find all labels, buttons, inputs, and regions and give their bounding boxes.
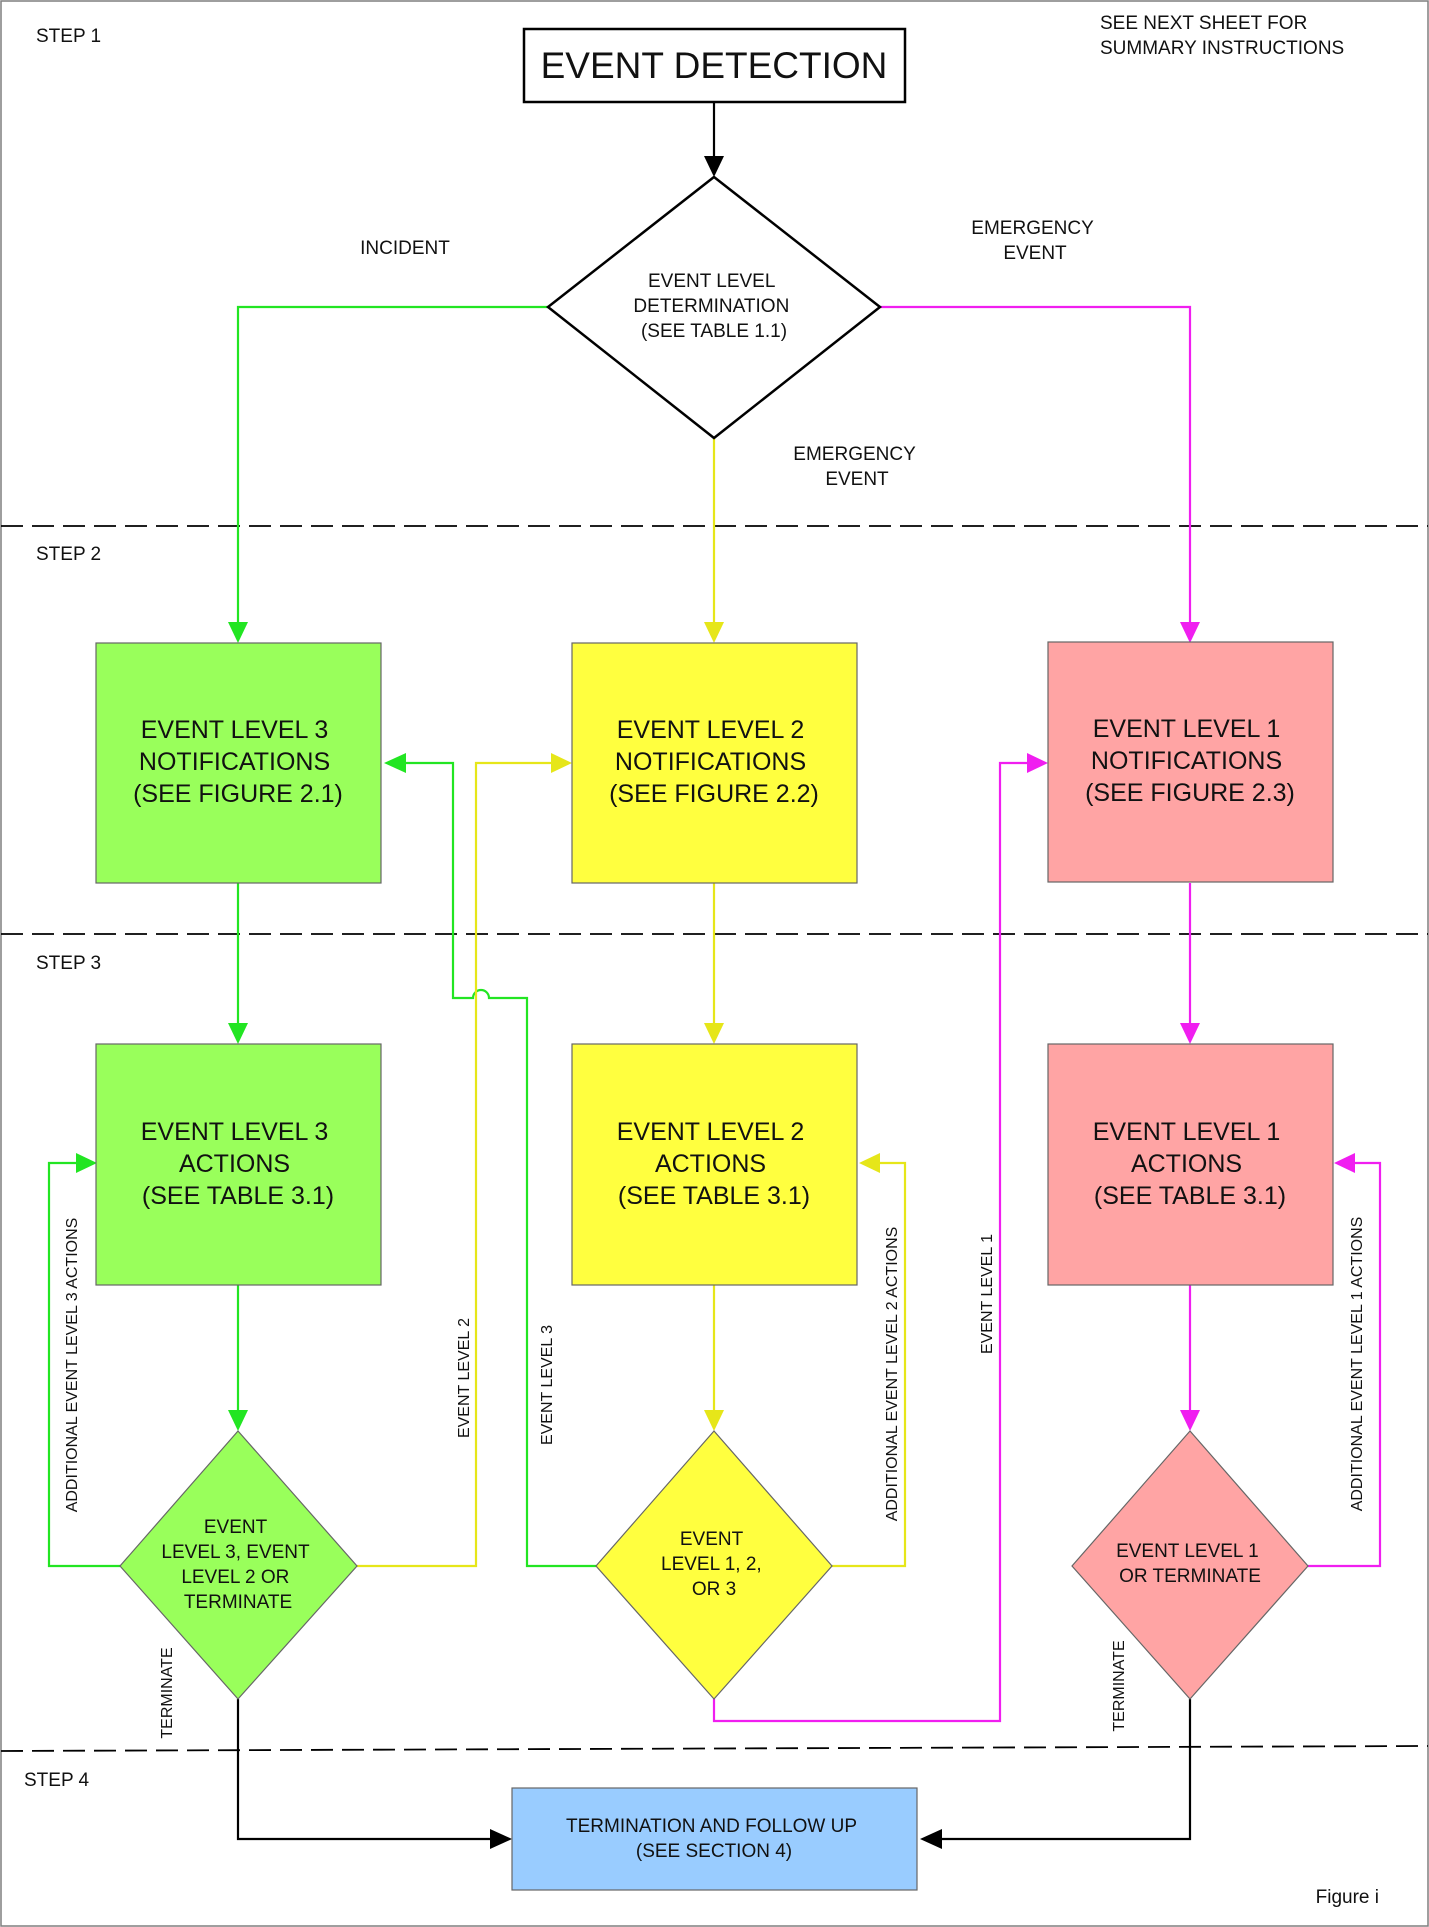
node-l2-notifications[interactable]: EVENT LEVEL 2 NOTIFICATIONS (SEE FIGURE … (571, 642, 858, 884)
node-l3-notifications-label: EVENT LEVEL 3 NOTIFICATIONS (SEE FIGURE … (133, 716, 343, 808)
label-incident: INCIDENT (360, 238, 450, 259)
node-event-level-determination[interactable]: EVENT LEVEL DETERMINATION (SEE TABLE 1.1… (545, 175, 883, 440)
label-additional-l3-actions: ADDITIONAL EVENT LEVEL 3 ACTIONS (64, 1218, 81, 1513)
edge-terminate-left (236, 1699, 492, 1841)
edge-additional-l2 (832, 1161, 907, 1568)
step-1-label: STEP 1 (36, 26, 101, 47)
edge-incident (236, 305, 548, 622)
arrowhead (490, 1829, 512, 1849)
arrowhead (1334, 1153, 1355, 1173)
edge-additional-l1 (1308, 1161, 1382, 1568)
node-termination[interactable]: TERMINATION AND FOLLOW UP (SEE SECTION 4… (511, 1787, 918, 1891)
node-l3-actions[interactable]: EVENT LEVEL 3 ACTIONS (SEE TABLE 3.1) (95, 1043, 382, 1286)
node-l1-actions[interactable]: EVENT LEVEL 1 ACTIONS (SEE TABLE 3.1) (1047, 1043, 1334, 1286)
connectors (47, 103, 1382, 1841)
node-l2-notifications-label: EVENT LEVEL 2 NOTIFICATIONS (SEE FIGURE … (609, 716, 819, 808)
label-additional-l2-actions: ADDITIONAL EVENT LEVEL 2 ACTIONS (884, 1227, 901, 1522)
node-l1-notifications[interactable]: EVENT LEVEL 1 NOTIFICATIONS (SEE FIGURE … (1047, 641, 1334, 883)
edge-event-level-1-up (712, 761, 1029, 1723)
label-event-level-3: EVENT LEVEL 3 (539, 1325, 556, 1445)
arrowhead (228, 1410, 248, 1431)
arrowhead (551, 753, 572, 773)
arrowhead (384, 753, 406, 773)
arrowhead (228, 1023, 248, 1044)
step-2-label: STEP 2 (36, 544, 101, 565)
arrowhead (1180, 1410, 1200, 1431)
label-event-level-1: EVENT LEVEL 1 (979, 1234, 996, 1354)
step-3-label: STEP 3 (36, 953, 101, 974)
label-terminate-right: TERMINATE (1111, 1640, 1128, 1731)
label-event-level-2: EVENT LEVEL 2 (456, 1318, 473, 1438)
node-event-detection[interactable]: EVENT DETECTION (522, 27, 907, 104)
node-l3-actions-label: EVENT LEVEL 3 ACTIONS (SEE TABLE 3.1) (141, 1118, 336, 1210)
summary-note: SEE NEXT SHEET FOR SUMMARY INSTRUCTIONS (1100, 13, 1344, 59)
label-terminate-left: TERMINATE (159, 1647, 176, 1738)
node-l2-actions-label: EVENT LEVEL 2 ACTIONS (SEE TABLE 3.1) (617, 1118, 812, 1210)
edge-additional-l3 (47, 1161, 120, 1568)
figure-label: Figure i (1316, 1887, 1379, 1908)
arrowhead (704, 1410, 724, 1431)
node-l3-decision-label: EVENT LEVEL 3, EVENT LEVEL 2 OR TERMINAT… (161, 1517, 314, 1613)
arrowhead (704, 1023, 724, 1044)
node-l3-notifications[interactable]: EVENT LEVEL 3 NOTIFICATIONS (SEE FIGURE … (95, 642, 382, 884)
arrowhead (1180, 622, 1200, 643)
arrowhead (704, 156, 724, 177)
edge-event-level-3-return (404, 761, 596, 1568)
label-additional-l1-actions: ADDITIONAL EVENT LEVEL 1 ACTIONS (1349, 1217, 1366, 1512)
label-emergency-event-middle: EMERGENCY EVENT (793, 444, 920, 490)
node-l1-actions-label: EVENT LEVEL 1 ACTIONS (SEE TABLE 3.1) (1093, 1118, 1288, 1210)
node-l1-decision-label: EVENT LEVEL 1 OR TERMINATE (1116, 1541, 1264, 1587)
node-l2-decision[interactable]: EVENT LEVEL 1, 2, OR 3 (595, 1430, 833, 1700)
label-emergency-event-right: EMERGENCY EVENT (971, 218, 1098, 264)
edge-event-level-2-up (357, 761, 553, 1568)
arrowhead (859, 1153, 880, 1173)
arrowheads (76, 156, 1355, 1849)
edge-terminate-right (940, 1699, 1192, 1841)
node-determination-label: EVENT LEVEL DETERMINATION (SEE TABLE 1.1… (633, 271, 794, 342)
step-4-label: STEP 4 (24, 1770, 90, 1791)
node-l2-decision-label: EVENT LEVEL 1, 2, OR 3 (661, 1529, 767, 1600)
arrowhead (920, 1829, 942, 1849)
arrowhead (1027, 753, 1048, 773)
node-l3-decision[interactable]: EVENT LEVEL 3, EVENT LEVEL 2 OR TERMINAT… (119, 1430, 358, 1700)
node-l1-decision[interactable]: EVENT LEVEL 1 OR TERMINATE (1071, 1430, 1309, 1700)
node-termination-label: TERMINATION AND FOLLOW UP (SEE SECTION 4… (566, 1816, 862, 1862)
arrowhead (704, 622, 724, 643)
node-l2-actions[interactable]: EVENT LEVEL 2 ACTIONS (SEE TABLE 3.1) (571, 1043, 858, 1286)
arrowhead (76, 1153, 97, 1173)
node-l1-notifications-label: EVENT LEVEL 1 NOTIFICATIONS (SEE FIGURE … (1085, 715, 1295, 807)
arrowhead (228, 622, 248, 643)
edge-emergency-to-l1 (880, 305, 1192, 622)
node-event-detection-label: EVENT DETECTION (541, 45, 888, 86)
arrowhead (1180, 1023, 1200, 1044)
